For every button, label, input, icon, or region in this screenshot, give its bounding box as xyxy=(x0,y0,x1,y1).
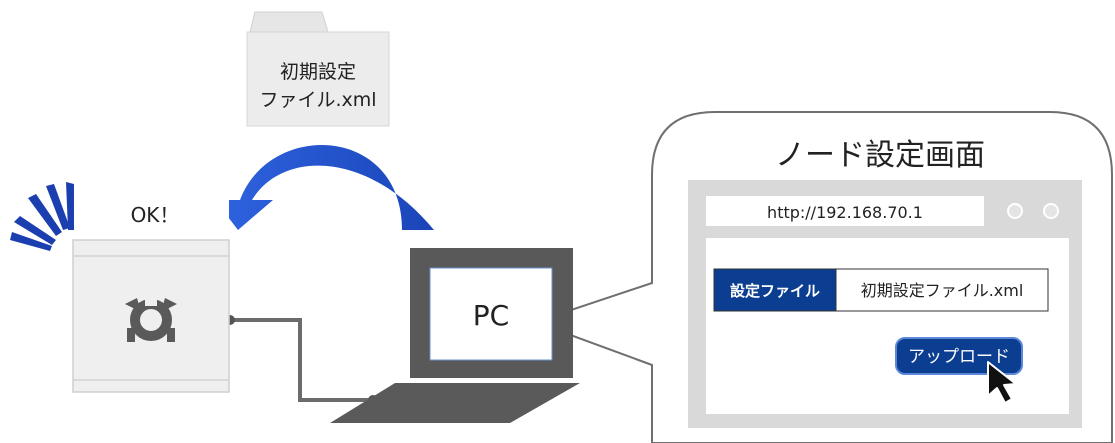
device-logo-icon xyxy=(125,296,177,342)
cable xyxy=(225,315,378,405)
xml-file-icon: 初期設定 ファイル.xml xyxy=(246,11,390,127)
settings-file-field[interactable]: 設定ファイル 初期設定ファイル.xml xyxy=(713,268,1049,312)
window-button-1[interactable] xyxy=(1007,203,1023,219)
url-bar[interactable]: http://192.168.70.1 xyxy=(767,203,923,222)
alert-burst-icon xyxy=(10,182,74,251)
upload-button-label: アップロード xyxy=(908,347,1010,367)
laptop: PC xyxy=(330,248,580,423)
file-name-line1: 初期設定 xyxy=(280,61,356,83)
bubble-title: ノード設定画面 xyxy=(775,138,985,173)
settings-file-label: 設定ファイル xyxy=(730,282,820,300)
settings-file-value: 初期設定ファイル.xml xyxy=(861,281,1024,300)
device xyxy=(72,239,230,393)
url-text: http://192.168.70.1 xyxy=(767,203,923,222)
status-text: OK！ xyxy=(131,203,180,227)
file-name-line2: ファイル.xml xyxy=(259,89,376,111)
upload-arrow xyxy=(215,145,434,230)
window-button-2[interactable] xyxy=(1043,203,1059,219)
upload-button[interactable]: アップロード xyxy=(895,337,1023,375)
mouse-cursor-icon xyxy=(987,361,1017,404)
status-label-box xyxy=(73,196,229,236)
pc-label: PC xyxy=(473,299,509,332)
